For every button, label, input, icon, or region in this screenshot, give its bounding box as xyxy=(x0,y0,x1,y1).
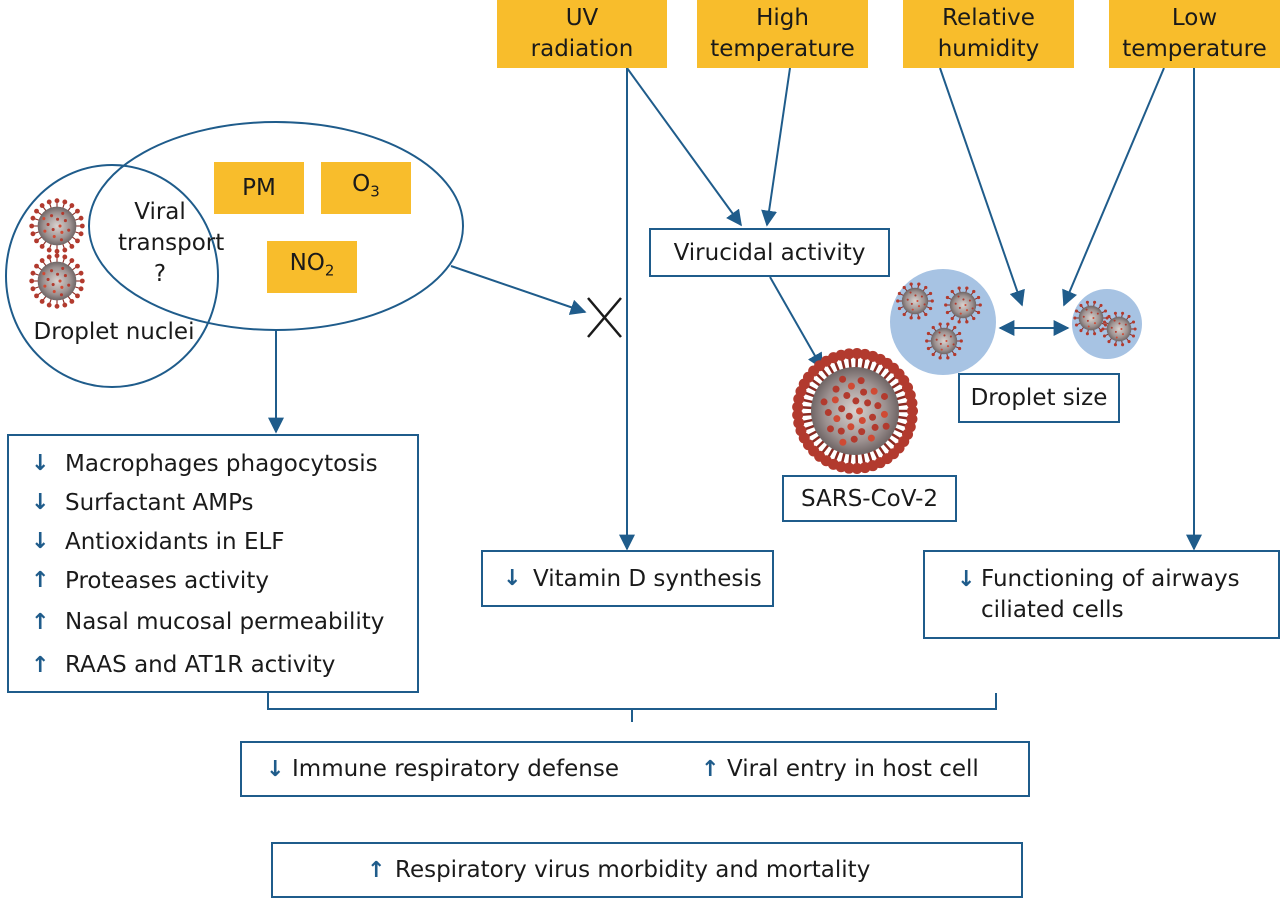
outcome-box: ↓ Immune respiratory defense ↑ Viral ent… xyxy=(240,741,1030,797)
uv-line1: UV xyxy=(565,5,599,31)
coronavirus-icon xyxy=(29,198,85,254)
immune-arrow: ↓ xyxy=(266,756,285,782)
effect-row: ↑Nasal mucosal permeability xyxy=(31,609,385,635)
o3-box: O3 xyxy=(321,162,411,214)
low-temp-line1: Low xyxy=(1171,5,1218,31)
o3-label: O3 xyxy=(352,170,380,201)
coronavirus-icon xyxy=(1073,300,1109,336)
virucidal-label: Virucidal activity xyxy=(673,239,866,266)
pollutant-effects-box: ↓Macrophages phagocytosis ↓Surfactant AM… xyxy=(7,434,419,693)
final-outcome-box: ↑ Respiratory virus morbidity and mortal… xyxy=(271,842,1023,898)
effect-row: ↓Surfactant AMPs xyxy=(31,489,254,516)
uv-line2: radiation xyxy=(530,36,634,62)
airways-box: ↓ Functioning of airways ciliated cells xyxy=(923,550,1280,639)
entry-arrow: ↑ xyxy=(701,756,720,782)
coronavirus-icon xyxy=(896,282,934,320)
high-temp-line1: High xyxy=(756,5,809,31)
pm-box: PM xyxy=(214,162,304,214)
vitamin-d-arrow: ↓ xyxy=(503,566,522,591)
humidity-line1: Relative xyxy=(942,5,1035,31)
sars-cov-2-icon xyxy=(792,348,918,474)
coronavirus-icon xyxy=(1101,311,1137,347)
airways-label: Functioning of airways ciliated cells xyxy=(981,566,1240,623)
immune-defense-label: Immune respiratory defense xyxy=(292,756,620,782)
virucidal-activity-box: Virucidal activity xyxy=(649,228,890,277)
airways-arrow: ↓ xyxy=(957,567,976,592)
block-x-mark xyxy=(587,297,622,338)
low-temp-line2: temperature xyxy=(1122,36,1267,62)
no2-box: NO2 xyxy=(267,241,357,293)
final-arrow: ↑ xyxy=(367,857,386,883)
effect-row: ↑RAAS and AT1R activity xyxy=(31,652,336,678)
large-droplet xyxy=(890,269,996,375)
low-temperature-box: Low temperature xyxy=(1109,0,1280,68)
vitamin-d-label: Vitamin D synthesis xyxy=(533,565,762,592)
sars-label: SARS-CoV-2 xyxy=(800,485,939,512)
final-outcome-label: Respiratory virus morbidity and mortalit… xyxy=(395,857,871,883)
high-temperature-box: High temperature xyxy=(697,0,868,68)
effect-row: ↑Proteases activity xyxy=(31,567,269,594)
pm-label: PM xyxy=(242,174,276,201)
viral-transport-label: Viral transport ? xyxy=(118,199,225,287)
relative-humidity-box: Relative humidity xyxy=(903,0,1074,68)
humidity-line2: humidity xyxy=(937,36,1040,62)
coronavirus-icon xyxy=(944,286,982,324)
small-droplet xyxy=(1072,289,1142,359)
uv-radiation-box: UV radiation xyxy=(497,0,667,68)
high-temp-line2: temperature xyxy=(710,36,855,62)
effect-row: ↓Macrophages phagocytosis xyxy=(31,450,378,477)
droplet-nuclei-label: Droplet nuclei xyxy=(33,319,195,345)
coronavirus-icon xyxy=(29,253,85,309)
effect-row: ↓Antioxidants in ELF xyxy=(31,528,285,555)
vitamin-d-box: ↓ Vitamin D synthesis xyxy=(481,550,774,607)
droplet-size-box: Droplet size xyxy=(958,373,1120,423)
droplet-size-label: Droplet size xyxy=(970,385,1108,411)
no2-label: NO2 xyxy=(289,249,335,280)
sars-cov-2-box: SARS-CoV-2 xyxy=(782,475,957,522)
viral-entry-label: Viral entry in host cell xyxy=(727,756,979,782)
coronavirus-icon xyxy=(925,322,963,360)
